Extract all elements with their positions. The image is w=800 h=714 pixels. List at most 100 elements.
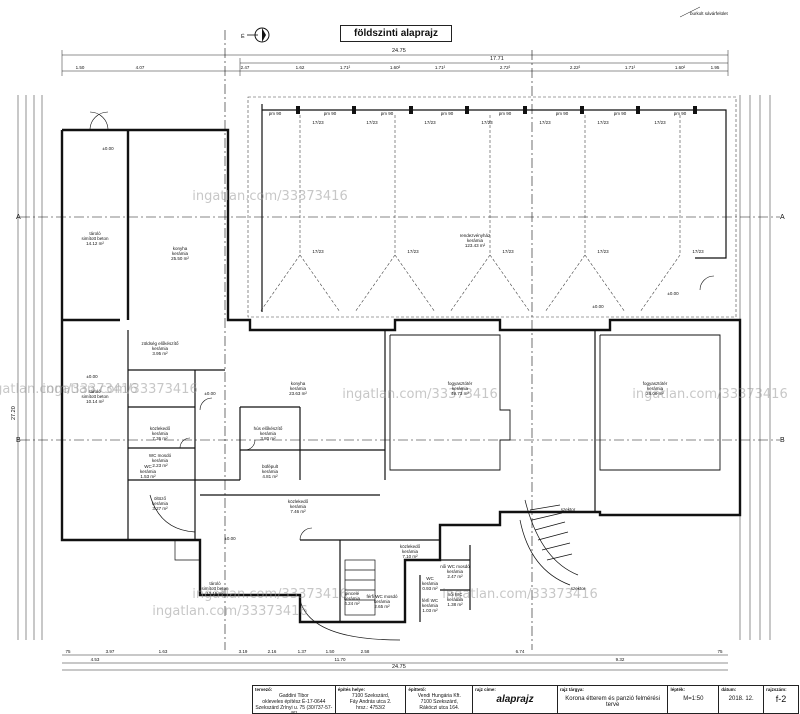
room-name: WC bbox=[144, 464, 152, 469]
room-name: öltöző bbox=[154, 496, 167, 501]
sheet-label: rajz címe: bbox=[475, 687, 496, 692]
room-floor: kerámia bbox=[140, 469, 157, 474]
room-floor: kerámia bbox=[452, 386, 469, 391]
dim-top-row-value: 1.71² bbox=[625, 65, 636, 70]
north-label: É bbox=[241, 33, 245, 40]
room-floor: kerámia bbox=[402, 549, 419, 554]
room-area: 3.80 m² bbox=[260, 436, 276, 441]
room-area: 123.43 m² bbox=[465, 243, 486, 248]
date-label: dátum: bbox=[721, 687, 737, 692]
window-code-label: pm 90 bbox=[441, 111, 454, 116]
designer-cell: tervező: Gaddini Tibor okleveles építész… bbox=[253, 686, 336, 713]
level-mark-label: ±0.00 bbox=[204, 391, 216, 396]
room-area: 49.73 m² bbox=[451, 391, 469, 396]
dim-bottom-row-value: 2.58 bbox=[361, 649, 370, 654]
north-arrow-icon: É bbox=[241, 27, 270, 43]
client-line-1: Vendi Hungária Kft. bbox=[417, 693, 461, 699]
designer-label: tervező: bbox=[255, 687, 273, 692]
dim-top-row-value: 1.95 bbox=[711, 65, 720, 70]
site-cell: építés helye: 7100 Szekszárd, Fáy András… bbox=[336, 686, 407, 713]
site-label: építés helye: bbox=[337, 687, 365, 692]
client-line-2: 7100 Szekszárd, bbox=[420, 699, 458, 705]
level-mark-label: ±0.00 bbox=[86, 374, 98, 379]
dim-top-row-value: 4.07 bbox=[136, 65, 145, 70]
section-a-left: A bbox=[16, 214, 21, 221]
scale-value: M=1:50 bbox=[683, 696, 704, 702]
client-cell: építtető: Vendi Hungária Kft. 7100 Szeks… bbox=[406, 686, 474, 713]
door-code-label: 17/23 bbox=[481, 120, 493, 125]
room-name: hús előkészítő bbox=[254, 426, 283, 431]
dim-bottom-row-value: 1.37 bbox=[298, 649, 307, 654]
room-floor: kerámia bbox=[152, 346, 169, 351]
door-code-label: 17/23 bbox=[424, 120, 436, 125]
room-floor: kerámia bbox=[152, 431, 169, 436]
room-area: 25.50 m² bbox=[171, 256, 189, 261]
dim-top-row-value: 2.47 bbox=[241, 65, 250, 70]
site-line-3: hrsz.: 4753/2 bbox=[356, 705, 385, 711]
room-name: közlekedő bbox=[150, 426, 171, 431]
room-name: fogyasztótér bbox=[643, 381, 668, 386]
door-code-label: 17/23 bbox=[366, 120, 378, 125]
designer-title: okleveles építész É-17-0644 bbox=[262, 699, 326, 705]
room-name: női WC mosdó bbox=[440, 564, 470, 569]
room-area: 0.93 m² bbox=[422, 586, 438, 591]
number-label: rajzszám: bbox=[766, 687, 787, 692]
room-floor: kerámia bbox=[422, 603, 439, 608]
project-label: rajz tárgya: bbox=[559, 687, 584, 692]
watermark-layer: ingatlan.com/33373416 ingatlan.com/333734… bbox=[0, 189, 788, 619]
level-mark-label: ±0.00 bbox=[102, 146, 114, 151]
dim-bottom-row-value: 6.74 bbox=[516, 649, 525, 654]
top-dimension-lines bbox=[61, 50, 729, 76]
room-area: 2.47 m² bbox=[447, 574, 463, 579]
dim-top-row-value: 1.62 bbox=[296, 65, 305, 70]
dim-bottom-mid-value: 4.53 bbox=[91, 657, 100, 662]
room-area: 23.63 m² bbox=[289, 391, 307, 396]
watermark-text: ingatlan.com/33373416 bbox=[342, 387, 497, 402]
watermark-text: ingatlan.com/33373416 bbox=[152, 604, 307, 619]
designer-name: Gaddini Tibor bbox=[278, 693, 309, 699]
date-cell: dátum: 2018. 12. bbox=[719, 686, 765, 713]
project-cell: rajz tárgya: Korona étterem és panzió fe… bbox=[558, 686, 669, 713]
dim-bottom-mid-value: 11.70 bbox=[335, 657, 346, 662]
room-floor: kerámia bbox=[344, 596, 361, 601]
canopy-posts bbox=[296, 106, 697, 114]
watermark-text: ingatlan.com/33373416 bbox=[442, 587, 597, 602]
project-title: Korona étterem és panzió felmérési terve bbox=[565, 696, 660, 708]
room-area: 10.14 m² bbox=[86, 399, 104, 404]
dim-left-total: 27.20 bbox=[11, 406, 17, 420]
dim-top-row-value: 2.22² bbox=[570, 65, 581, 70]
stairs-and-arcs bbox=[149, 494, 579, 641]
dim-bottom-mid-value: 9.32 bbox=[616, 657, 625, 662]
room-name: WC mosdó bbox=[149, 453, 172, 458]
room-area: 1.53 m² bbox=[140, 474, 156, 479]
door-code-label: 17/23 bbox=[312, 120, 324, 125]
room-area: 1.38 m² bbox=[447, 602, 463, 607]
title-block: tervező: Gaddini Tibor okleveles építész… bbox=[252, 685, 799, 714]
watermark-text: ingatlan.com/33373416 bbox=[192, 189, 347, 204]
room-floor: kerámia bbox=[447, 597, 464, 602]
room-floor: kerámia bbox=[172, 251, 189, 256]
room-name: női WC bbox=[448, 592, 464, 597]
section-b-left: B bbox=[16, 437, 21, 444]
room-area: 7.36 m² bbox=[152, 436, 168, 441]
top-tag: burkolt sávárfelület bbox=[690, 11, 728, 16]
room-floor: kerámia bbox=[290, 386, 307, 391]
room-name: pincelé bbox=[345, 591, 360, 596]
room-floor: kerámia bbox=[152, 458, 169, 463]
watermark-text: ingatlan.com/33373416 bbox=[632, 387, 787, 402]
room-area: 4.24 m² bbox=[344, 601, 360, 606]
room-area: 3.95 m² bbox=[152, 351, 168, 356]
sheet-title: alaprajz bbox=[496, 694, 534, 705]
step-note-label: szektor bbox=[561, 507, 576, 512]
room-floor: kerámia bbox=[467, 238, 484, 243]
door-code-label: 17/23 bbox=[692, 249, 704, 254]
dim-bottom-row-value: 1.63 bbox=[159, 649, 168, 654]
room-name: férfi WC bbox=[422, 598, 439, 603]
room-area: 7.46 m² bbox=[290, 509, 306, 514]
door-code-label: 17/23 bbox=[502, 249, 514, 254]
dim-bottom-total: 24.75 bbox=[392, 664, 406, 670]
window-code-label: pm 90 bbox=[499, 111, 512, 116]
